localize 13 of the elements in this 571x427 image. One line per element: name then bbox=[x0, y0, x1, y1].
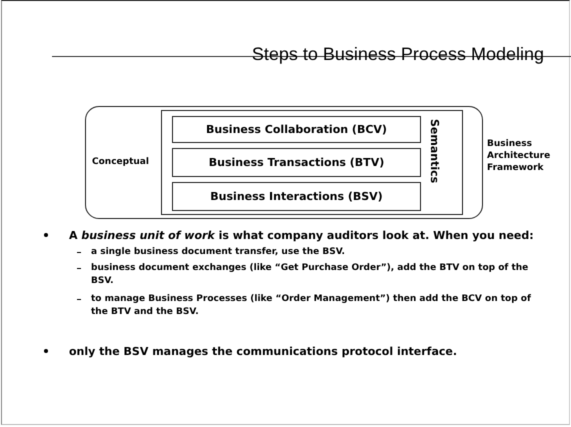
layer-box: Business Transactions (BTV) bbox=[172, 148, 421, 177]
layer-box: Business Collaboration (BCV) bbox=[172, 116, 421, 143]
layer-box: Business Interactions (BSV) bbox=[172, 182, 421, 211]
layer-label: Semantics bbox=[428, 119, 441, 184]
semantics-panel bbox=[161, 110, 463, 215]
layer-label: Conceptual bbox=[92, 157, 149, 167]
sub-bullet-text: a single business document transfer, use the BSV. bbox=[91, 246, 346, 259]
framework-panel bbox=[85, 106, 483, 219]
side-label: Business Architecture Framework bbox=[487, 138, 552, 174]
sub-bullet-text: to manage Business Processes (like “Order Management”) then add the BCV on top of the BTV and the BSV. bbox=[91, 293, 532, 319]
bullet-text: A business unit of work is what company auditors look at. When you need: bbox=[69, 228, 535, 243]
sub-bullet-text: business document exchanges (like “Get Purchase Order”), add the BTV on top of the BSV. bbox=[91, 262, 530, 288]
bullet-text: only the BSV manages the communications protocol interface. bbox=[69, 344, 458, 359]
